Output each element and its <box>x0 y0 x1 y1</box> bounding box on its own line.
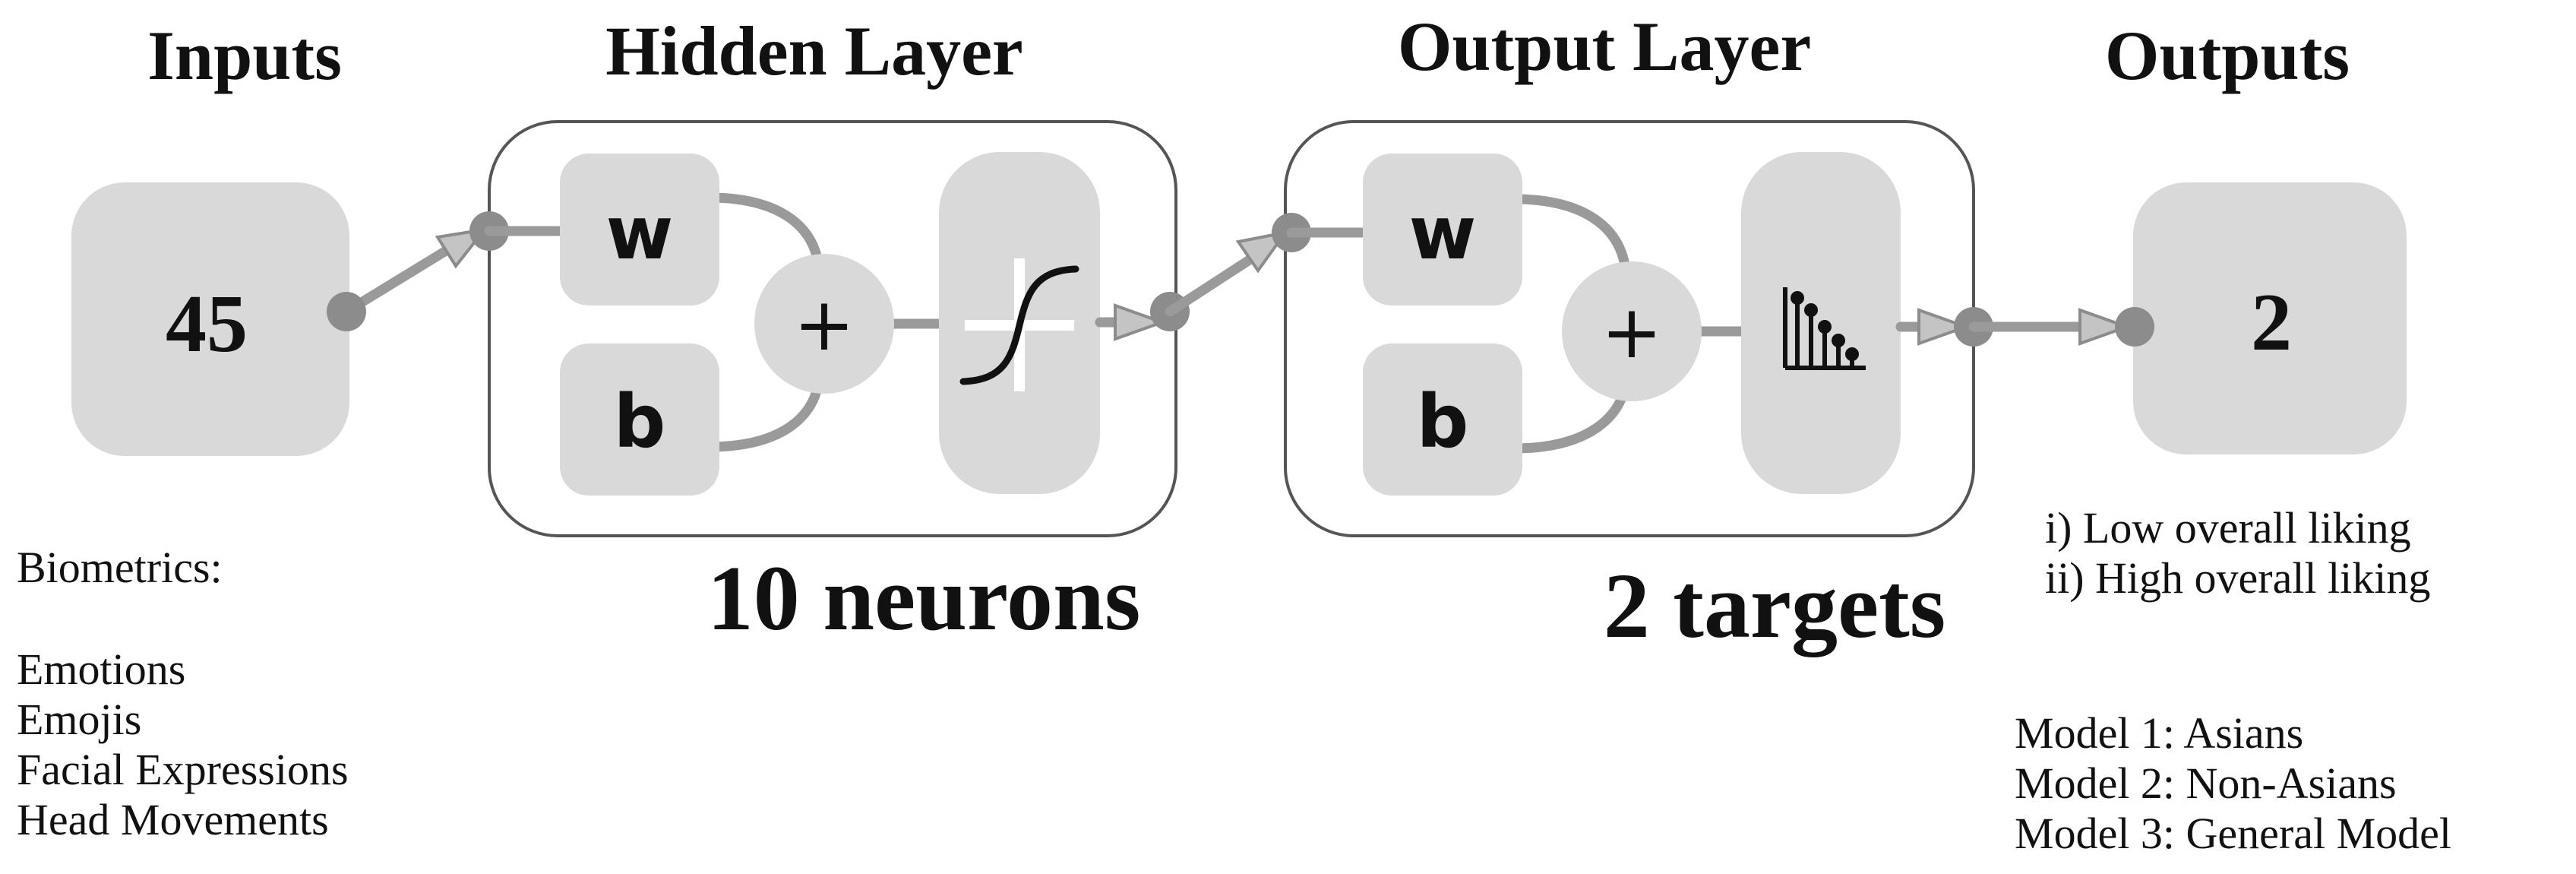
hidden-sum-node <box>754 254 894 394</box>
inputs-description-title: Biometrics: <box>17 543 223 592</box>
output-bias-symbol: b <box>1417 379 1469 464</box>
output-sum-symbol: + <box>1601 290 1662 375</box>
output-w-to-sum-wire <box>1514 194 1631 276</box>
output-layer-caption: 2 targets <box>1604 555 1946 657</box>
input-node <box>71 182 349 456</box>
input-connector-dot <box>327 292 366 331</box>
input-count: 45 <box>166 279 248 369</box>
output-weight-symbol: w <box>1409 191 1477 276</box>
hidden-to-output-arrow <box>1235 230 1289 274</box>
hidden-layer-caption: 10 neurons <box>707 547 1141 650</box>
softmax-icon <box>1783 287 1866 370</box>
hidden-sum-symbol: + <box>794 282 855 367</box>
output-class-label: ii) High overall liking <box>2045 553 2430 603</box>
hidden-w-to-sum-wire <box>709 192 824 273</box>
output-class-label: i) Low overall liking <box>2045 503 2411 553</box>
output-count: 2 <box>2251 277 2292 368</box>
hidden-to-output-wire <box>1165 247 1266 317</box>
inputs-description-item: Emojis <box>17 695 141 744</box>
output-bias-tile <box>1363 344 1522 496</box>
hidden-bias-symbol: b <box>614 379 666 464</box>
sigmoid-icon <box>959 258 1079 391</box>
heading-outputs: Outputs <box>2105 17 2350 94</box>
heading-hidden-layer: Hidden Layer <box>605 12 1022 90</box>
output-weight-tile <box>1363 154 1522 306</box>
output-node <box>2133 182 2407 454</box>
model-label: Model 3: General Model <box>2015 809 2451 858</box>
inputs-description-item: Facial Expressions <box>17 745 349 794</box>
heading-inputs: Inputs <box>147 17 342 94</box>
output-sum-node <box>1562 261 1702 401</box>
hidden-weight-symbol: w <box>606 191 674 276</box>
input-to-hidden-wire <box>341 239 461 317</box>
outputs-entry-dot <box>2115 307 2154 347</box>
outputs-arrow <box>2078 308 2132 346</box>
inputs-description-item: Emotions <box>17 644 185 694</box>
hidden-activation-arrow <box>1114 303 1167 341</box>
inputs-description-item: Head Movements <box>17 795 329 844</box>
hidden-bias-tile <box>560 344 719 496</box>
heading-output-layer: Output Layer <box>1398 8 1811 85</box>
hidden-weight-tile <box>560 154 719 306</box>
output-activation-arrow <box>1917 308 1971 346</box>
model-label: Model 2: Non-Asians <box>2015 758 2397 808</box>
model-label: Model 1: Asians <box>2015 708 2303 758</box>
